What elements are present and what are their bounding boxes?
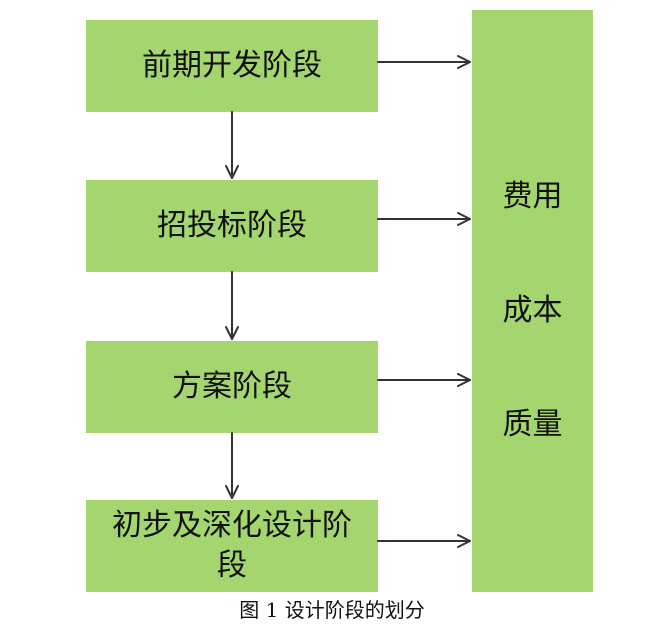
stage-box-detailed-design: 初步及深化设计阶段 (86, 500, 378, 592)
stage-box-preliminary-development: 前期开发阶段 (86, 20, 378, 112)
side-label-fee: 费用 (502, 179, 563, 214)
arrowhead-stage-1-to-side (457, 55, 471, 69)
arrowhead-stage-3-to-4 (225, 485, 239, 499)
stage-label-bidding: 招投标阶段 (157, 208, 307, 243)
figure-caption: 图 1 设计阶段的划分 (239, 598, 425, 622)
side-label-quality: 质量 (502, 407, 563, 442)
arrowhead-stage-4-to-side (457, 534, 471, 548)
stage-label-detailed-design: 初步及深化设计阶段 (112, 507, 352, 584)
arrowhead-stage-3-to-side (457, 373, 471, 387)
stage-box-scheme: 方案阶段 (86, 341, 378, 433)
arrowhead-stage-1-to-2 (225, 165, 239, 179)
cost-quality-box: 费用 成本 质量 (472, 10, 593, 592)
stage-label-scheme: 方案阶段 (172, 369, 292, 404)
arrowhead-stage-2-to-3 (225, 326, 239, 340)
arrowhead-stage-2-to-side (457, 212, 471, 226)
stage-box-bidding: 招投标阶段 (86, 180, 378, 272)
side-label-cost: 成本 (502, 293, 563, 328)
stage-label-preliminary-development: 前期开发阶段 (142, 48, 322, 83)
